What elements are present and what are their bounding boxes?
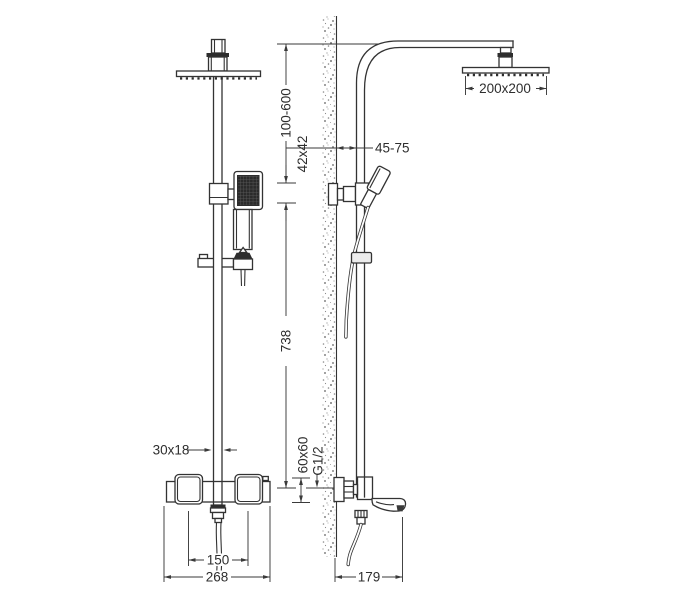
connection-nut [343,480,355,499]
overhead-shower-side [461,66,550,77]
front-view [165,38,271,572]
dim-label-head-size: 200x200 [479,81,531,96]
dim-label-mixer-width: 268 [206,569,229,584]
mixer-body-front [165,480,271,503]
wall-section [322,16,337,557]
riser-side [355,40,514,498]
dim-label-escutcheon-size: 60x60 [296,437,311,474]
mixer-front [165,473,271,505]
slider-bracket-front [208,182,236,205]
hand-shower-side [360,165,391,210]
holder-body [232,258,254,271]
overhead-shower-front [175,70,262,80]
mixer-side [333,476,407,525]
dim-label-wall-offset: 45-75 [375,140,410,155]
dim-label-rail-section: 30x18 [153,443,190,458]
overhead-connector-front [206,38,229,72]
hose-stub-front [240,269,246,287]
spray-face [237,175,260,206]
dim-label-riser-height: 100-600 [279,88,294,138]
mixer-body-side [356,476,374,501]
slider-ring-side [350,251,373,264]
dimensions: 100-600 42x42 738 60x60 G1/2 30x18 150 2… [153,43,547,584]
hand-shower-front [232,170,264,271]
hose-outlet-front [209,504,227,524]
riser-pipe-front [212,75,223,506]
dim-label-inlet-spacing: 150 [207,552,230,567]
hose-front [215,522,223,572]
overhead-connector-side [497,46,513,69]
mixer-right-handle [234,473,264,505]
hose-side-lower [346,522,363,567]
side-view [322,16,550,567]
mixer-left-handle [174,473,204,505]
dim-label-connection-thread: G1/2 [311,446,326,475]
dim-label-spout-projection: 179 [358,569,381,584]
safety-button [262,475,269,482]
mixer-escutcheon [333,476,345,503]
handle-cone [238,246,249,254]
spout-tip [396,505,405,512]
dim-label-bracket-to-mixer: 738 [279,330,294,353]
dim-label-wall-bracket-size: 42x42 [295,136,310,173]
holder-collar [233,252,253,259]
